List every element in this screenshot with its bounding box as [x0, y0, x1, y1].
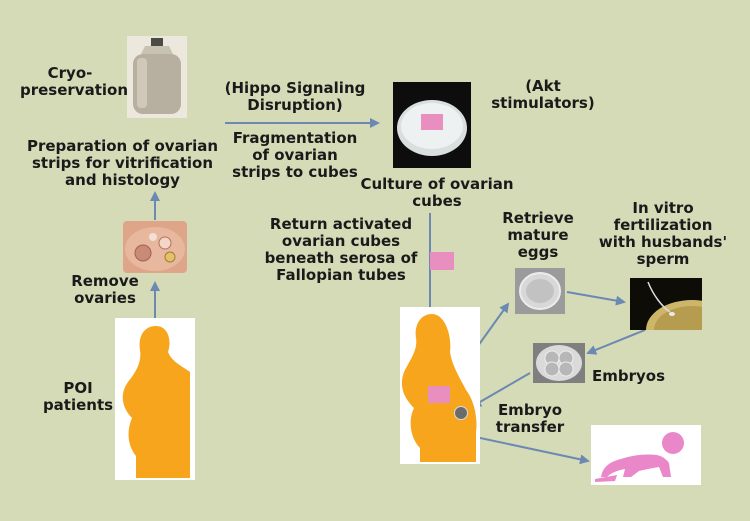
- label-culture: Culture of ovarian cubes: [360, 175, 514, 210]
- label-remove-ovaries: Remove ovaries: [71, 272, 139, 307]
- label-embryo-transfer: Embryo transfer: [495, 401, 565, 436]
- crawling-baby-icon: [591, 425, 701, 485]
- label-return-cubes: Return activated ovarian cubes beneath s…: [264, 215, 418, 284]
- cryo-dewar-icon: [127, 36, 187, 118]
- arrow-egg-to-sperm: [566, 291, 626, 306]
- label-hippo-signaling: (Hippo Signaling Disruption): [224, 79, 366, 114]
- label-in-vitro-fertilization: In vitro fertilization with husbands' sp…: [598, 199, 728, 268]
- culture-dish-icon: [393, 82, 471, 168]
- embryo-icon: [533, 343, 585, 383]
- sperm-egg-icon: [630, 278, 702, 330]
- label-embryos: Embryos: [592, 367, 666, 385]
- mature-egg-icon: [515, 268, 565, 314]
- label-preparation: Preparation of ovarian strips for vitrif…: [26, 137, 219, 189]
- label-akt-stimulators: (Akt stimulators): [491, 77, 595, 112]
- label-fragmentation: Fragmentation of ovarian strips to cubes: [232, 129, 358, 181]
- transferred-cube-icon: [428, 386, 450, 403]
- ovary-photo-icon: [123, 221, 187, 273]
- implanted-embryo-icon: [454, 406, 468, 420]
- arrow-sperm-to-embryo: [586, 329, 646, 355]
- label-cryopreservation: Cryo- preservation: [20, 64, 129, 99]
- label-poi-patients: POI patients: [42, 379, 114, 414]
- ovarian-cube-icon: [430, 252, 454, 270]
- arrow-embryo-to-transfer: [471, 372, 531, 408]
- label-retrieve-eggs: Retrieve mature eggs: [502, 209, 574, 261]
